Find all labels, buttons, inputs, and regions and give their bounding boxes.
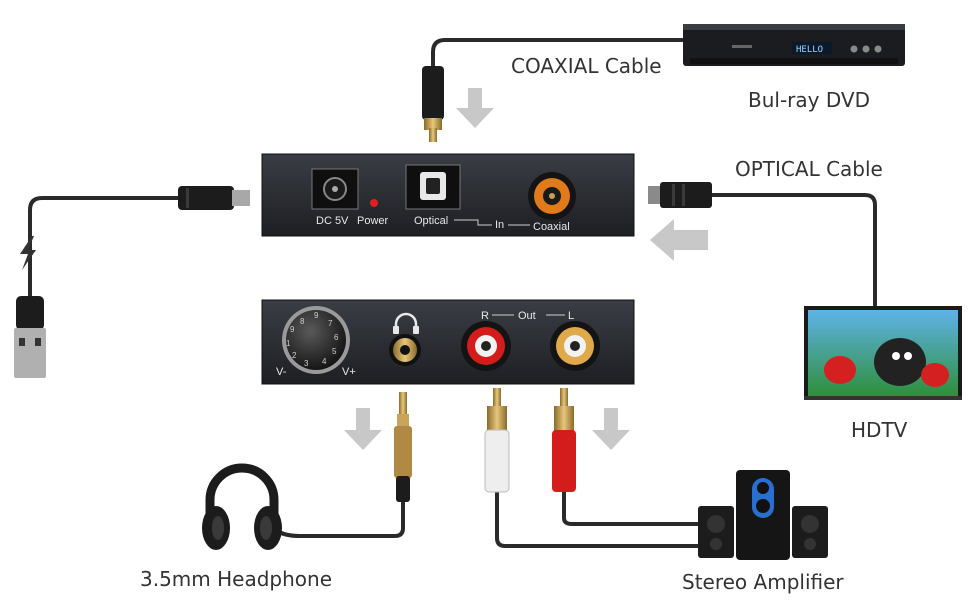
headphone-jack-icon <box>394 312 418 330</box>
svg-text:8: 8 <box>300 317 305 326</box>
cables <box>28 38 877 548</box>
optical-plug <box>648 182 712 208</box>
optical-cable-wire <box>710 193 877 307</box>
svg-text:1: 1 <box>286 339 291 348</box>
svg-text:5: 5 <box>332 347 337 356</box>
left-channel-label: L <box>568 310 574 322</box>
stereo-amplifier-label: Stereo Amplifier <box>682 570 844 594</box>
out-label: Out <box>518 310 536 322</box>
volume-minus-label: V- <box>276 366 287 378</box>
flow-arrows <box>344 88 708 450</box>
headphone-plug <box>394 392 412 502</box>
lightning-icon <box>20 236 36 270</box>
hdtv-label: HDTV <box>851 418 908 442</box>
arrow-down-rca <box>592 408 630 450</box>
dc-5v-label: DC 5V <box>316 215 349 227</box>
right-channel-label: R <box>481 310 489 322</box>
usb-plug <box>14 296 46 378</box>
svg-text:7: 7 <box>328 319 333 328</box>
in-bracket-line <box>454 219 530 226</box>
bluray-dvd-player: HELLO <box>683 24 905 66</box>
power-label: Power <box>357 215 389 227</box>
power-led <box>370 199 378 207</box>
optical-cable-label: OPTICAL Cable <box>735 157 883 181</box>
headphones <box>202 463 282 550</box>
optical-label: Optical <box>414 215 448 227</box>
dc-power-plug <box>178 186 250 210</box>
hdtv-screen <box>804 306 962 400</box>
converter-input-panel: DC 5V Power Optical In Coaxial <box>261 153 635 237</box>
headphone-label: 3.5mm Headphone <box>140 567 333 591</box>
rca-red-plug <box>552 388 576 492</box>
bluray-dvd-label: Bul-ray DVD <box>748 88 870 112</box>
headphone-cable-wire <box>266 498 405 538</box>
svg-text:9: 9 <box>290 325 295 334</box>
in-label: In <box>495 219 504 231</box>
coaxial-plug <box>422 66 444 142</box>
rca-white-plug <box>484 388 510 493</box>
svg-text:2: 2 <box>292 351 297 360</box>
svg-text:6: 6 <box>334 333 339 342</box>
stereo-amplifier-speakers <box>698 470 828 560</box>
coaxial-cable-label: COAXIAL Cable <box>511 54 662 78</box>
coaxial-cable-wire <box>431 38 692 72</box>
volume-plus-label: V+ <box>342 366 356 378</box>
svg-text:3: 3 <box>304 359 309 368</box>
coaxial-label: Coaxial <box>533 221 570 233</box>
rca-red-wire <box>562 488 702 526</box>
dvd-display-text: HELLO <box>796 45 823 55</box>
power-cable-wire <box>28 196 182 302</box>
rca-white-wire <box>495 488 702 548</box>
arrow-down-headphone <box>344 408 382 450</box>
svg-text:4: 4 <box>322 357 327 366</box>
svg-text:9: 9 <box>314 311 319 320</box>
arrow-left-optical <box>650 219 708 261</box>
arrow-down-coax <box>456 88 494 128</box>
